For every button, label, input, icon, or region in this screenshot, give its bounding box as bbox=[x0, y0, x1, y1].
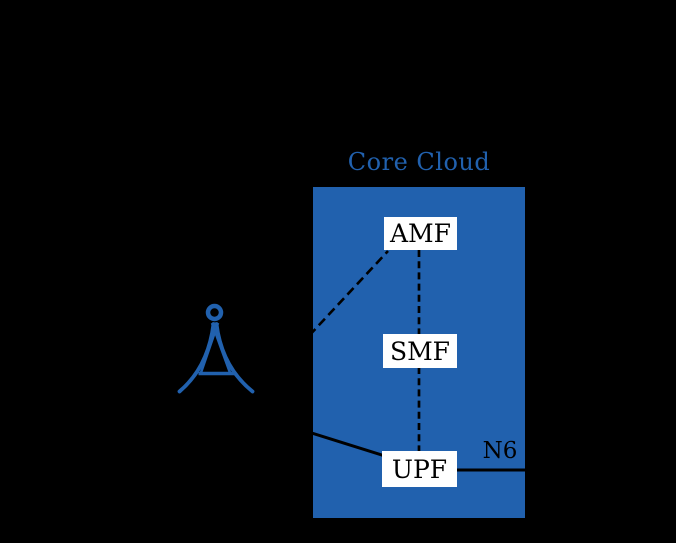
tower-leg-left bbox=[177, 322, 216, 394]
radio-tower-icon bbox=[177, 303, 255, 394]
core-cloud-title: Core Cloud bbox=[347, 148, 491, 176]
node-smf: SMF bbox=[383, 334, 457, 368]
node-amf: AMF bbox=[384, 217, 457, 250]
edge-gnb-amf-dashed bbox=[251, 250, 389, 398]
n6-interface-label: N6 bbox=[482, 438, 518, 464]
node-upf: UPF bbox=[382, 451, 457, 487]
tower-antenna-circle bbox=[205, 303, 224, 322]
tower-leg-right bbox=[214, 322, 255, 394]
edge-gnb-upf-solid bbox=[247, 411, 389, 459]
